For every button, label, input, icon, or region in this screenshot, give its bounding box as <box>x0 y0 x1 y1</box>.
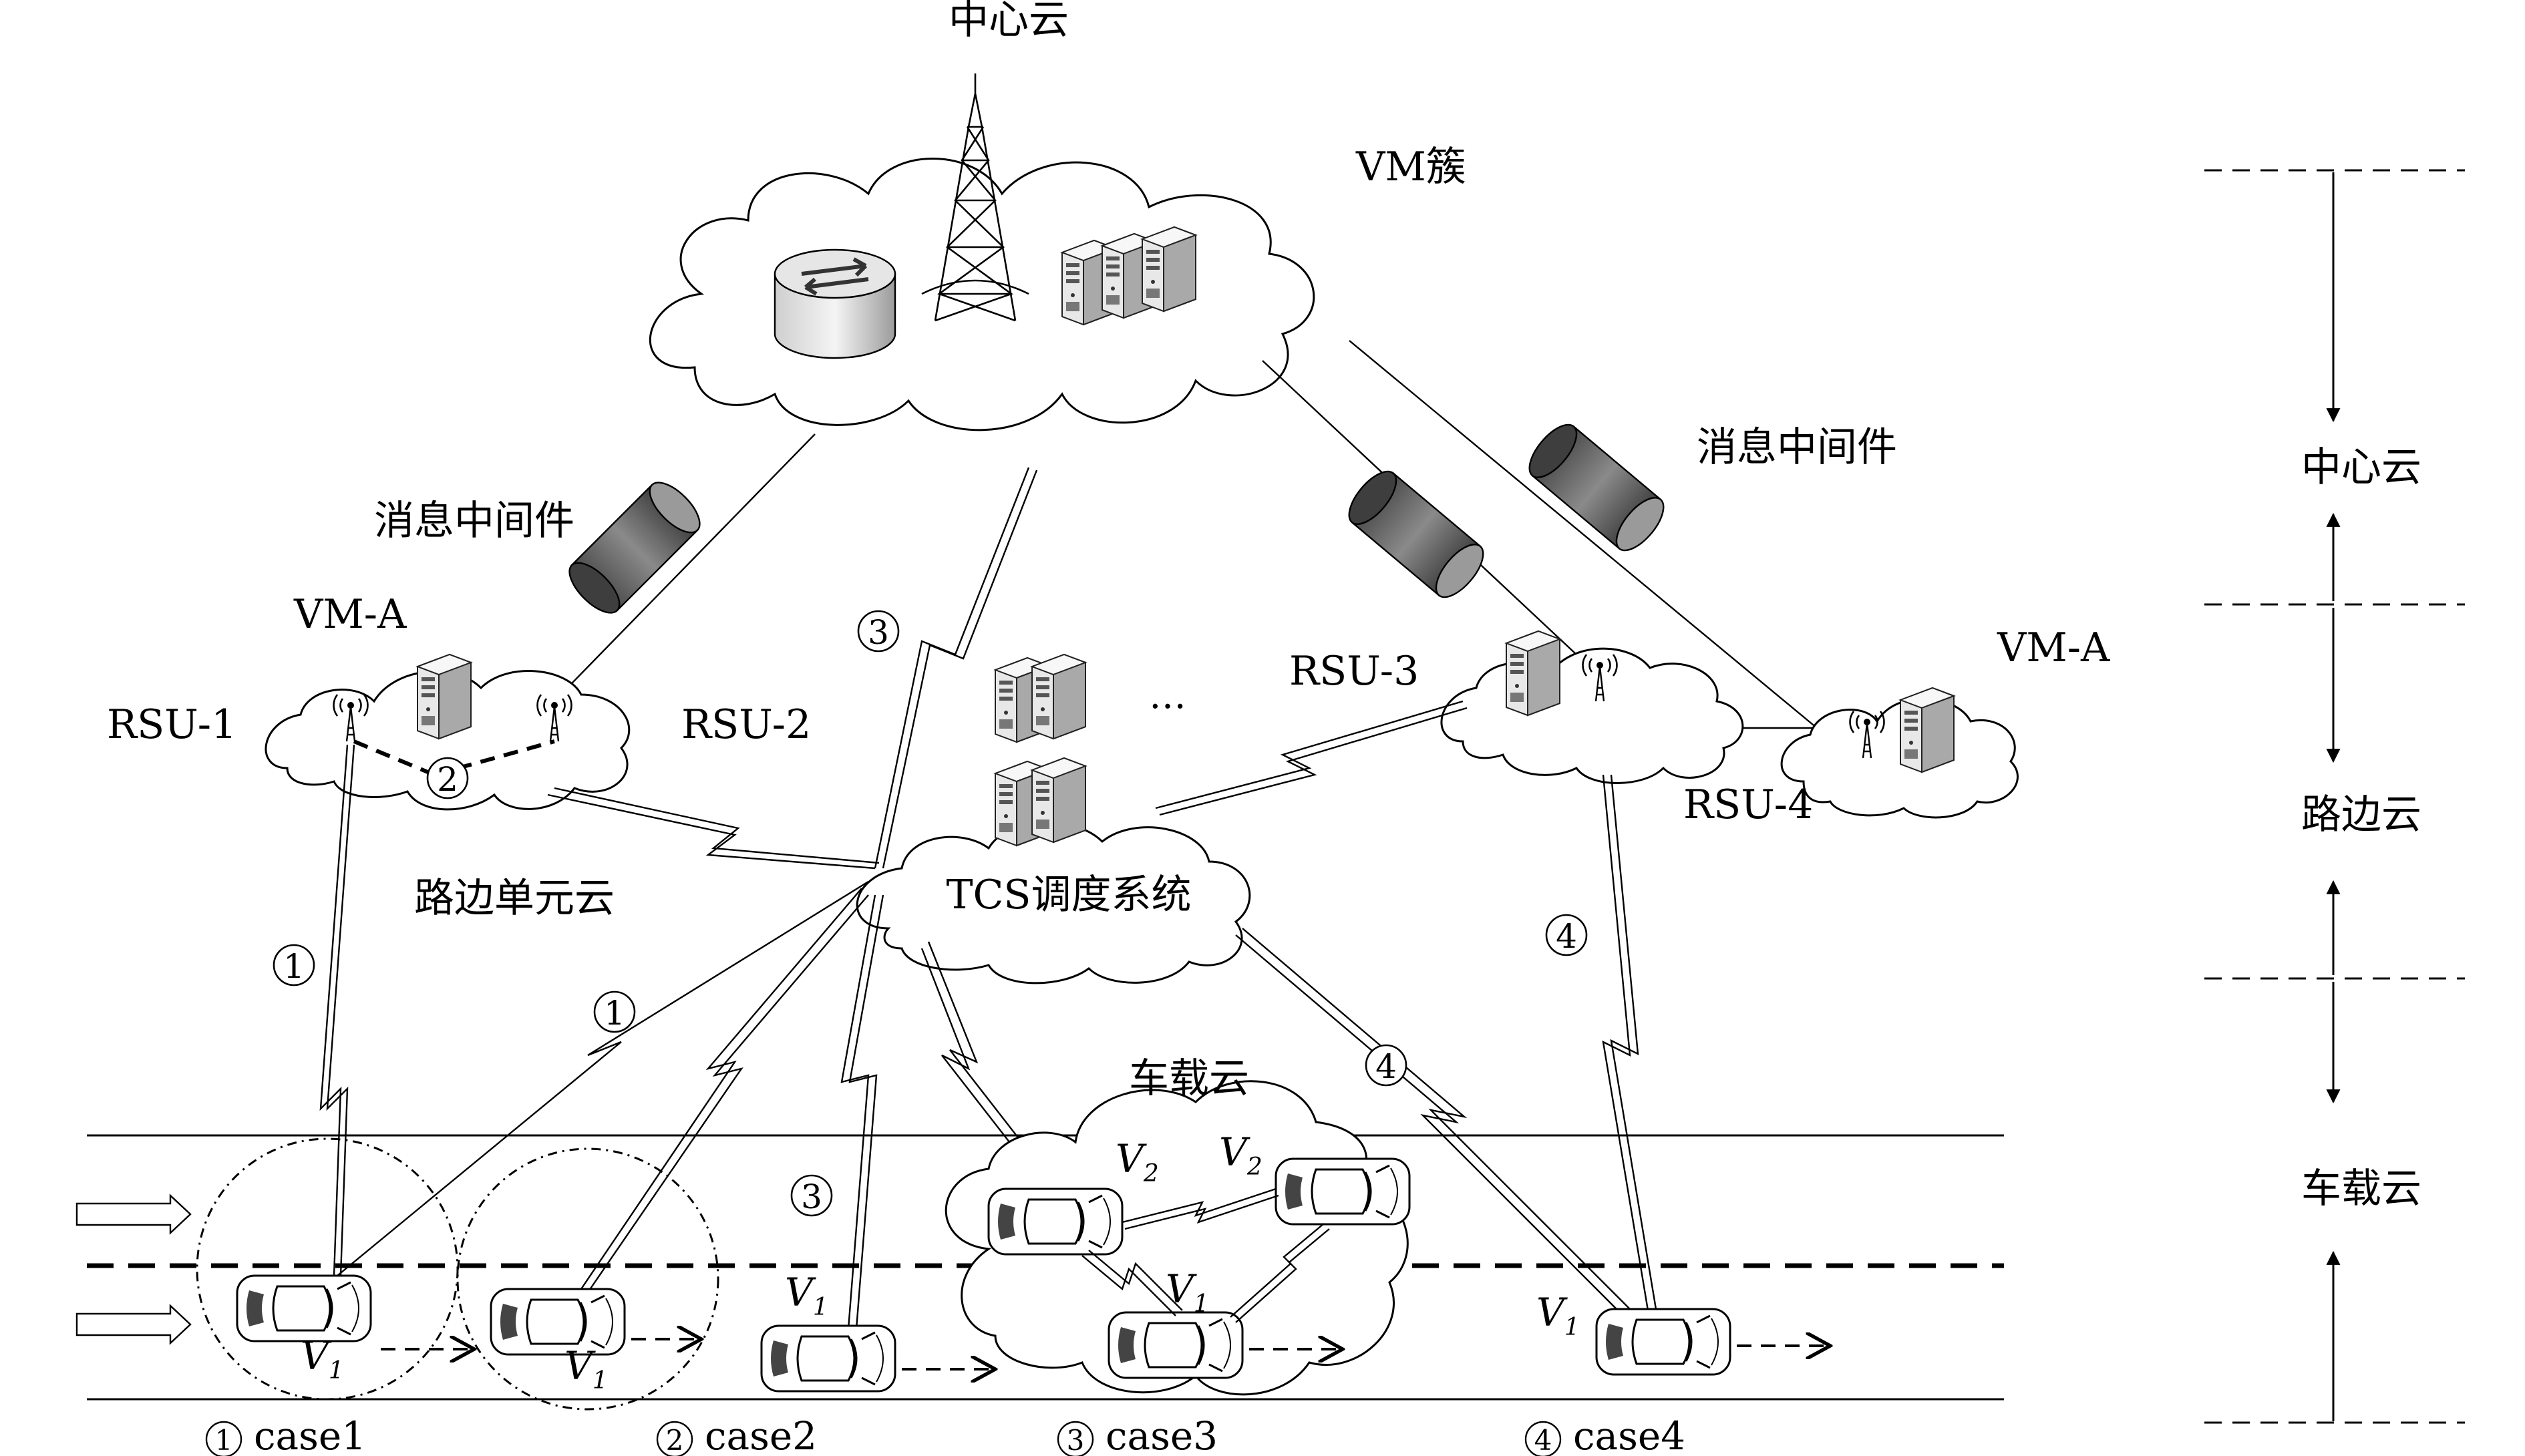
v1-case4-label: V1 <box>1536 1290 1580 1341</box>
marker-4-rsu3-link: 4 <box>1545 914 1588 956</box>
tcs-servers-icon <box>995 654 1086 846</box>
car-vcloud-v1-icon <box>1108 1311 1244 1379</box>
v2-right-label: V2 <box>1219 1129 1262 1181</box>
v1-case1-label: V1 <box>301 1333 344 1385</box>
case3-caption: 3 case3 <box>1057 1413 1218 1456</box>
message-middleware-left-icon <box>560 474 709 622</box>
case2-caption: 2 case2 <box>656 1413 817 1456</box>
svg-text:3: 3 <box>868 613 889 652</box>
v2-left-label: V2 <box>1116 1136 1159 1188</box>
case-captions: 1 case1 2 case2 3 case3 4 case4 <box>205 1413 1685 1456</box>
car-case2-icon <box>490 1288 626 1356</box>
v1-vcloud-label: V1 <box>1166 1266 1209 1318</box>
vehicle-labels: V1 V1 V1 V2 V2 V1 V1 <box>301 1129 1580 1395</box>
vm-a-left-label: VM-A <box>293 591 407 638</box>
central-cloud-title: 中心云 <box>949 0 1069 43</box>
layer-legend: 中心云 路边云 车载云 <box>2204 169 2465 1424</box>
message-middleware-left-label: 消息中间件 <box>374 498 574 544</box>
marker-4-tcs-link: 4 <box>1365 1044 1407 1087</box>
tcs-cloud <box>856 821 1251 984</box>
tcs-ellipsis: … <box>1149 674 1186 717</box>
svg-text:case2: case2 <box>705 1413 817 1456</box>
rsu-1-2-dashed-link <box>353 739 555 777</box>
svg-text:1: 1 <box>215 1424 233 1456</box>
svg-text:case1: case1 <box>254 1413 366 1456</box>
car-vcloud-v2-left-icon <box>987 1188 1124 1256</box>
car-case3-icon <box>760 1324 896 1393</box>
svg-text:case4: case4 <box>1573 1413 1685 1456</box>
case1-caption: 1 case1 <box>205 1413 366 1456</box>
traffic-direction-arrow-bottom-icon <box>75 1304 192 1344</box>
car-motion-arrows <box>381 1339 1830 1369</box>
wireless-links <box>319 467 1659 1330</box>
message-middleware-right-label: 消息中间件 <box>1697 424 1897 471</box>
car-vcloud-v2-right-icon <box>1275 1157 1411 1226</box>
message-middleware-right-b-icon <box>1520 416 1673 559</box>
rsu-3-server-icon <box>1506 630 1560 716</box>
roadside-unit-cloud-label: 路边单元云 <box>414 875 615 922</box>
marker-2-rsu: 2 <box>426 757 469 799</box>
v1-case2-label: V1 <box>564 1343 608 1395</box>
rsu-3-label: RSU-3 <box>1289 648 1419 695</box>
rsu-4-cloud <box>1780 697 2019 819</box>
tower-icon <box>921 73 1029 322</box>
svg-text:2: 2 <box>437 760 458 799</box>
svg-text:3: 3 <box>801 1177 822 1216</box>
message-middleware-right-a-icon <box>1339 463 1493 606</box>
svg-text:4: 4 <box>1375 1047 1397 1086</box>
case4-caption: 4 case4 <box>1524 1413 1685 1456</box>
marker-1-rsu1-link: 1 <box>273 944 315 986</box>
rsu-2-label: RSU-2 <box>681 701 811 748</box>
svg-text:4: 4 <box>1556 917 1577 956</box>
svg-text:3: 3 <box>1067 1424 1085 1456</box>
layer-roadside-label: 路边云 <box>2301 791 2421 838</box>
router-icon <box>774 248 896 359</box>
vm-cluster-label: VM簇 <box>1355 144 1466 190</box>
car-case1-icon <box>236 1274 372 1342</box>
marker-3-central-link: 3 <box>857 610 900 653</box>
vm-a-left-server-icon <box>417 654 472 739</box>
layer-central-label: 中心云 <box>2301 444 2421 491</box>
marker-1-tcs-link: 1 <box>593 990 636 1033</box>
layer-vehicle-label: 车载云 <box>2301 1165 2421 1212</box>
vm-a-right-label: VM-A <box>1997 624 2110 671</box>
svg-text:case3: case3 <box>1106 1413 1218 1456</box>
rsu-3-cloud <box>1440 647 1744 784</box>
svg-text:1: 1 <box>604 994 625 1033</box>
rsu-4-label: RSU-4 <box>1683 781 1813 828</box>
traffic-direction-arrow-top-icon <box>75 1194 192 1234</box>
v1-case3-label: V1 <box>785 1270 828 1321</box>
marker-3-car-link: 3 <box>790 1174 833 1217</box>
vehicle-cloud-label: 车载云 <box>1129 1055 1249 1102</box>
svg-text:2: 2 <box>666 1424 684 1456</box>
tcs-label: TCS调度系统 <box>946 872 1191 918</box>
car-case4-icon <box>1595 1308 1731 1376</box>
svg-text:1: 1 <box>283 947 305 986</box>
rsu-1-label: RSU-1 <box>107 701 236 748</box>
v2v-links <box>1081 1188 1330 1323</box>
svg-text:4: 4 <box>1534 1424 1552 1456</box>
case2-coverage-circle <box>456 1147 719 1411</box>
vm-a-right-server-icon <box>1900 687 1955 773</box>
